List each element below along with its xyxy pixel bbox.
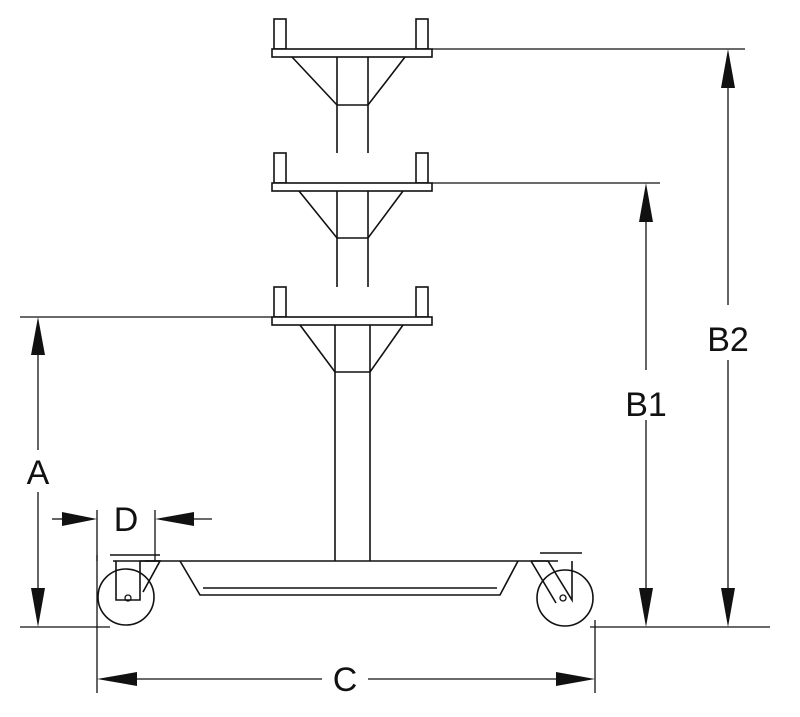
dimension-b1: B1: [625, 183, 667, 627]
dimension-b1-label: B1: [625, 386, 667, 424]
dimension-a: A: [27, 317, 50, 627]
dimension-c-arrow-right: [556, 672, 595, 686]
dimension-c-arrow-left: [97, 672, 137, 686]
dimension-c-label: C: [333, 661, 358, 699]
dimension-a-arrow-top: [31, 317, 45, 355]
dimension-b2-arrow-top: [721, 49, 735, 88]
top-platform: [271, 18, 433, 106]
base-frame: [110, 552, 582, 596]
dimension-a-arrow-bottom: [31, 588, 45, 627]
bottom-platform: [271, 286, 433, 373]
dimension-b2-label: B2: [707, 321, 749, 359]
dimension-d-arrow-left: [62, 512, 97, 526]
center-column: [334, 105, 371, 561]
dimension-b2: B2: [707, 49, 749, 627]
dimension-b1-arrow-top: [639, 183, 653, 222]
dimension-d: D: [52, 501, 212, 539]
middle-platform: [271, 152, 433, 239]
extension-lines: [20, 48, 770, 693]
right-caster-wheel: [530, 560, 594, 627]
dimension-d-arrow-right: [155, 512, 194, 526]
left-caster-wheel: [97, 560, 162, 626]
dimension-c: C: [97, 661, 595, 699]
dimension-a-label: A: [27, 454, 50, 492]
dimension-b2-arrow-bottom: [721, 588, 735, 627]
dimension-b1-arrow-bottom: [639, 588, 653, 627]
dimension-d-label: D: [114, 501, 139, 539]
